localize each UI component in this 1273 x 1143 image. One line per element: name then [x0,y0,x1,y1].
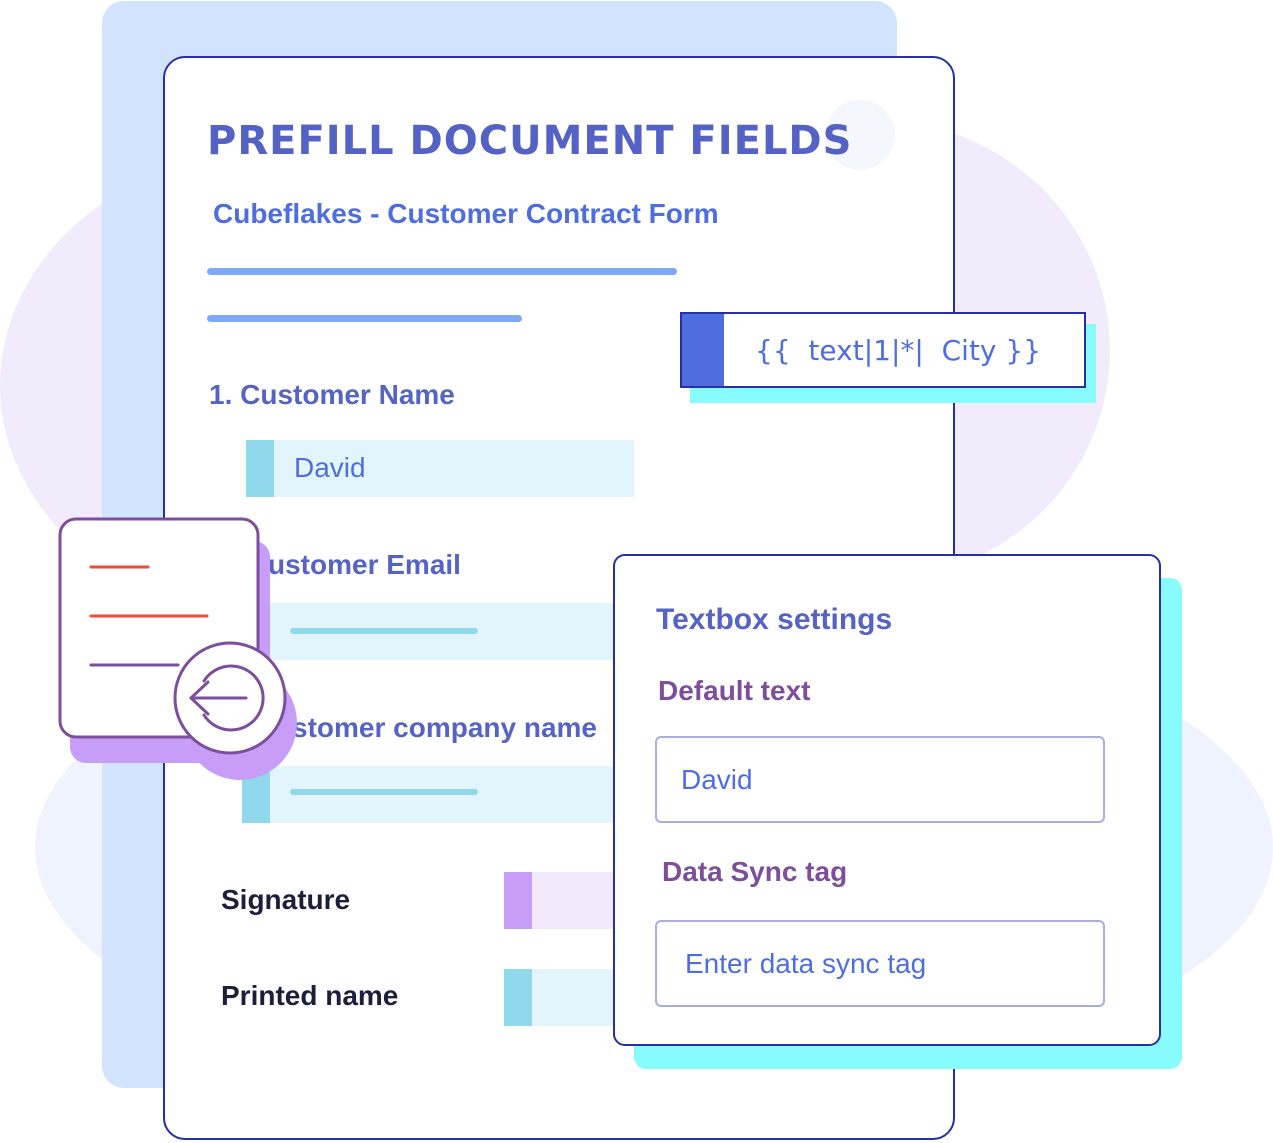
customer-company-label: stomer company name [292,712,597,743]
form-subtitle: Cubeflakes - Customer Contract Form [213,198,719,229]
tag-chip-text: {{ text|1|*| City }} [755,333,1042,367]
customer-company-placeholder-bar [290,789,478,795]
customer-email-field[interactable] [270,603,615,660]
data-sync-tag-label: Data Sync tag [662,856,848,887]
data-sync-tag-chip[interactable]: {{ text|1|*| City }} [680,312,1086,388]
printed-name-field[interactable] [532,969,615,1026]
decorative-circle [825,100,895,170]
settings-panel-title: Textbox settings [656,603,893,636]
data-sync-tag-input[interactable] [655,920,1105,1007]
signature-field-accent [504,872,532,929]
placeholder-line-short [207,315,522,322]
customer-company-field[interactable] [270,766,615,823]
customer-email-placeholder-bar [290,628,478,634]
default-text-label: Default text [658,675,811,706]
customer-name-value: David [294,452,366,483]
printed-name-label: Printed name [221,980,399,1011]
placeholder-line-long [207,268,677,275]
printed-name-field-accent [504,969,532,1026]
customer-name-field-accent [246,440,274,497]
signature-field[interactable] [532,872,615,929]
customer-email-label: ustomer Email [268,549,461,580]
default-text-input[interactable] [655,736,1105,823]
customer-name-label: 1. Customer Name [209,379,455,410]
document-import-icon [58,517,297,780]
page-title: PREFILL DOCUMENT FIELDS [207,118,853,164]
tag-chip-accent [682,314,724,386]
customer-name-field[interactable]: David [274,440,634,497]
signature-label: Signature [221,884,351,915]
